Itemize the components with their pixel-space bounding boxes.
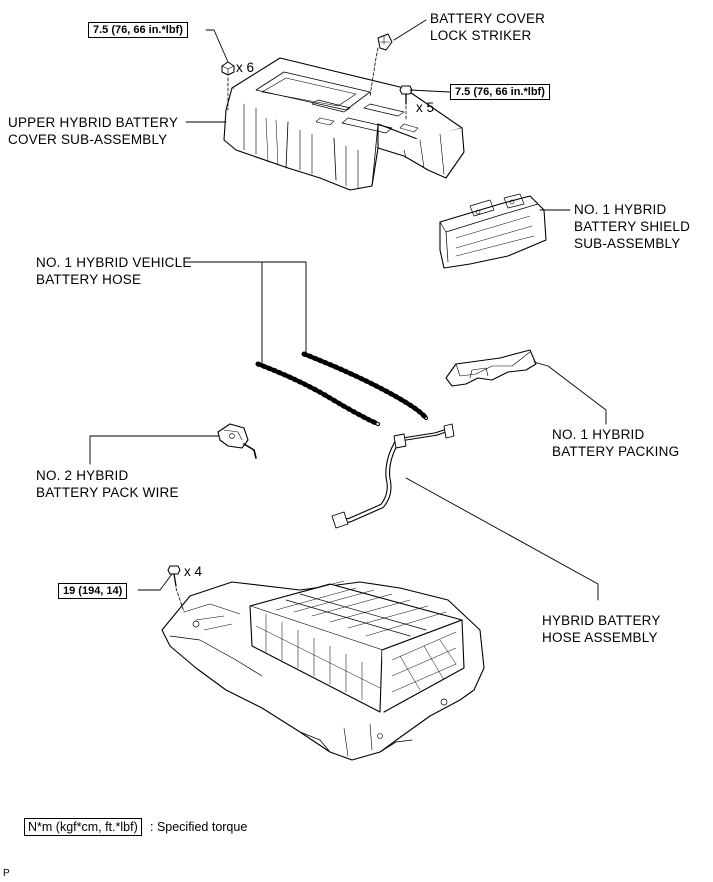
label-upper-cover-line2: COVER SUB-ASSEMBLY — [8, 132, 168, 147]
label-packing-line1: NO. 1 HYBRID — [552, 427, 645, 442]
upper-battery-cover-part — [223, 57, 465, 191]
battery-pack-wire-part — [217, 423, 257, 459]
base-bolt-part — [167, 565, 185, 613]
label-pack-wire-line1: NO. 2 HYBRID — [36, 468, 129, 483]
label-shield-line3: SUB-ASSEMBLY — [574, 236, 681, 251]
battery-hose-assembly-part — [331, 423, 455, 529]
torque-spec-cover-nut: 7.5 (76, 66 in.*lbf) — [88, 22, 188, 38]
label-shield-line1: NO. 1 HYBRID — [574, 202, 667, 217]
vehicle-battery-hose-part — [255, 351, 429, 427]
label-hose-assembly-line2: HOSE ASSEMBLY — [542, 630, 658, 645]
label-lock-striker-line1: BATTERY COVER — [430, 11, 546, 26]
leader-lines — [89, 19, 607, 601]
battery-shield-part — [439, 193, 547, 269]
label-shield-line2: BATTERY SHIELD — [574, 219, 691, 234]
legend-torque-unit: N*m (kgf*cm, ft.*lbf) — [24, 818, 142, 836]
torque-spec-base-bolt: 19 (194, 14) — [58, 583, 128, 599]
quantity-cover-bolts: x 5 — [416, 100, 435, 115]
lock-striker-part — [369, 33, 393, 97]
label-upper-cover-line1: UPPER HYBRID BATTERY — [8, 115, 179, 130]
label-pack-wire-line2: BATTERY PACK WIRE — [36, 485, 179, 500]
cover-nut-part — [221, 61, 235, 111]
label-lock-striker-line2: LOCK STRIKER — [430, 28, 532, 43]
cover-bolt-part — [399, 85, 413, 121]
battery-packing-part — [445, 349, 537, 387]
battery-pack-assembly-part — [161, 580, 485, 761]
quantity-nuts: x 6 — [236, 60, 255, 75]
quantity-base-bolts: x 4 — [184, 564, 203, 579]
label-hose-assembly-line1: HYBRID BATTERY — [542, 613, 661, 628]
legend-torque-meaning: : Specified torque — [150, 820, 248, 834]
label-vehicle-hose-line1: NO. 1 HYBRID VEHICLE — [36, 255, 192, 270]
torque-spec-cover-bolt: 7.5 (76, 66 in.*lbf) — [450, 84, 550, 100]
label-packing-line2: BATTERY PACKING — [552, 444, 680, 459]
label-vehicle-hose-line2: BATTERY HOSE — [36, 272, 142, 287]
figure-code: P — [3, 868, 10, 879]
